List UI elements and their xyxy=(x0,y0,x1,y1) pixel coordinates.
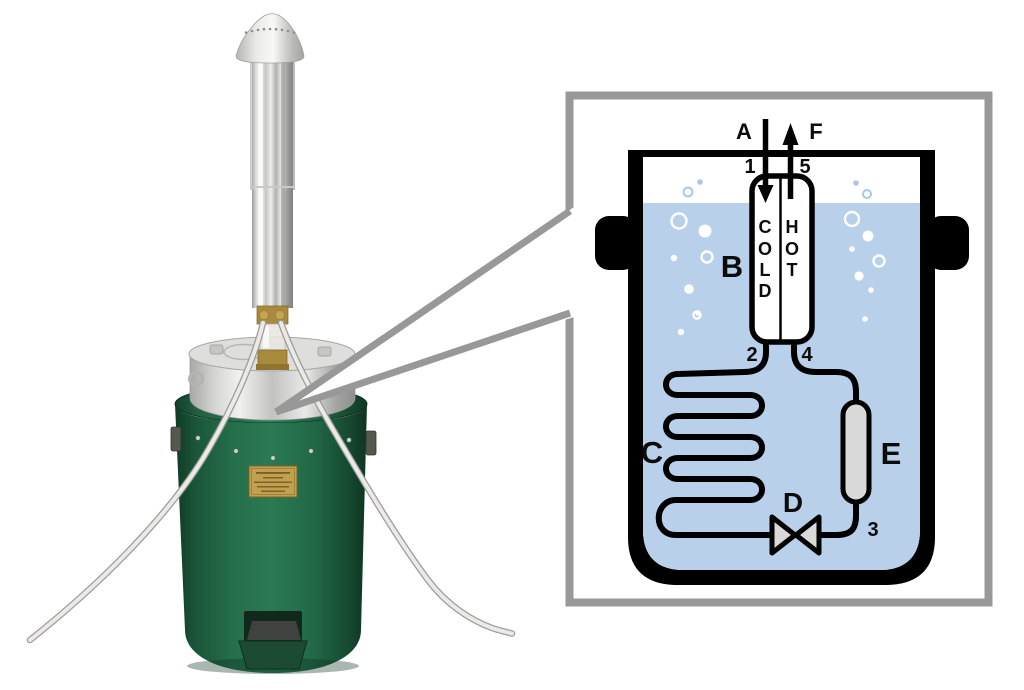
label-point-3: 3 xyxy=(867,519,878,541)
column-shade xyxy=(281,58,285,306)
heat-exchanger-coil xyxy=(655,344,771,538)
svg-text:O: O xyxy=(785,239,799,259)
glass-highlight xyxy=(263,326,269,348)
label-coil: C xyxy=(641,435,663,470)
outlet-arrow-icon xyxy=(782,123,799,199)
label-valve: D xyxy=(783,487,803,518)
wedge-edge-lower xyxy=(274,309,572,416)
vessel-handle-left xyxy=(595,216,637,270)
expansion-valve-left xyxy=(769,514,798,556)
counterflow-tube xyxy=(749,173,815,345)
rivet xyxy=(233,448,239,454)
foot-pedal xyxy=(238,611,308,670)
expansion-valve-right xyxy=(793,514,822,556)
svg-text:T: T xyxy=(787,260,798,280)
label-inlet-stream: A xyxy=(736,119,752,144)
svg-text:L: L xyxy=(760,260,771,280)
drum-latch xyxy=(170,426,182,452)
label-point-5: 5 xyxy=(799,156,810,178)
pipe-to-separator xyxy=(791,344,859,404)
column-highlight xyxy=(258,58,263,306)
cold-channel-label: C O L D xyxy=(758,217,772,301)
lid-clip xyxy=(209,344,224,355)
collar-handle xyxy=(188,371,204,387)
brass-knob xyxy=(275,310,285,320)
rivet xyxy=(195,435,201,441)
bubbles xyxy=(670,179,886,336)
brass-band xyxy=(256,364,289,370)
rivet xyxy=(308,448,314,454)
brass-nameplate xyxy=(248,465,298,498)
column-sleeve xyxy=(250,56,295,190)
label-point-4: 4 xyxy=(801,344,813,366)
brass-knob xyxy=(259,310,269,320)
vessel-handle-right xyxy=(927,216,969,270)
svg-text:D: D xyxy=(759,281,772,301)
chimney-column xyxy=(250,56,295,308)
rivet xyxy=(270,455,276,461)
inlet-arrow-icon xyxy=(757,119,774,203)
label-point-1: 1 xyxy=(744,156,755,178)
callout-wedge xyxy=(274,207,574,416)
device-photo xyxy=(26,13,516,674)
lid-clip xyxy=(317,346,332,357)
svg-text:H: H xyxy=(786,217,799,237)
separator-vessel xyxy=(840,399,872,505)
drum-latch xyxy=(365,430,377,456)
label-point-2: 2 xyxy=(746,344,757,366)
wedge-edge-upper xyxy=(274,208,572,415)
hot-channel-label: H O T xyxy=(785,217,799,280)
chimney-cap-icon xyxy=(235,13,305,64)
brass-base xyxy=(257,349,288,367)
drum xyxy=(170,404,377,674)
svg-text:O: O xyxy=(758,239,772,259)
schematic: A F 1 5 B 2 4 C E D 3 C O L D H O T xyxy=(595,119,969,585)
column-fittings xyxy=(256,305,289,370)
drum-body xyxy=(175,404,367,673)
pipe-separator-to-valve xyxy=(820,500,859,538)
label-outlet-stream: F xyxy=(809,119,822,144)
svg-text:C: C xyxy=(759,217,772,237)
label-separator: E xyxy=(881,436,902,471)
column-seam xyxy=(250,186,295,188)
schematic-labels: A F 1 5 B 2 4 C E D 3 C O L D H O T xyxy=(641,119,902,541)
rivet xyxy=(346,437,352,443)
label-bath: B xyxy=(721,249,743,284)
